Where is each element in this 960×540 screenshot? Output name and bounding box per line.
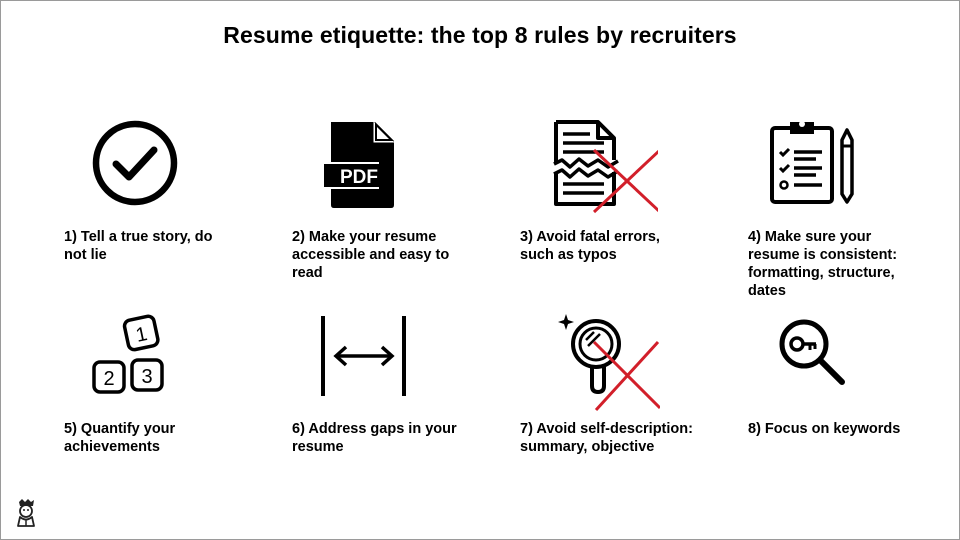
numbered-blocks-icon: 1 2 3: [80, 308, 190, 418]
key-magnifier-icon: [760, 306, 870, 416]
page-title: Resume etiquette: the top 8 rules by rec…: [223, 22, 737, 48]
mascot-logo-icon: [13, 498, 39, 528]
clipboard-checklist-pencil-icon: [760, 112, 870, 222]
rule-5-label: 5) Quantify your achievements: [64, 421, 176, 455]
rule-8-label: 8) Focus on keywords: [748, 421, 901, 437]
rule-1-label: 1) Tell a true story, do not lie: [64, 229, 213, 263]
mirror-crossed-icon: [550, 306, 660, 416]
rule-3-label: 3) Avoid fatal errors, such as typos: [520, 229, 660, 263]
rule-4-label: 4) Make sure your resume is consistent: …: [748, 229, 898, 299]
rule-7-label: 7) Avoid self-description: summary, obje…: [520, 421, 693, 455]
svg-text:1: 1: [134, 323, 149, 347]
pdf-file-icon: PDF: [307, 110, 417, 220]
svg-text:PDF: PDF: [340, 167, 378, 188]
torn-document-crossed-icon: [548, 112, 658, 222]
svg-text:3: 3: [141, 366, 152, 388]
checkmark-circle-icon: [80, 110, 190, 220]
rule-2-label: 2) Make your resume accessible and easy …: [292, 229, 450, 281]
rule-6-label: 6) Address gaps in your resume: [292, 421, 457, 455]
gap-arrows-icon: [308, 306, 418, 416]
svg-text:2: 2: [103, 368, 114, 390]
